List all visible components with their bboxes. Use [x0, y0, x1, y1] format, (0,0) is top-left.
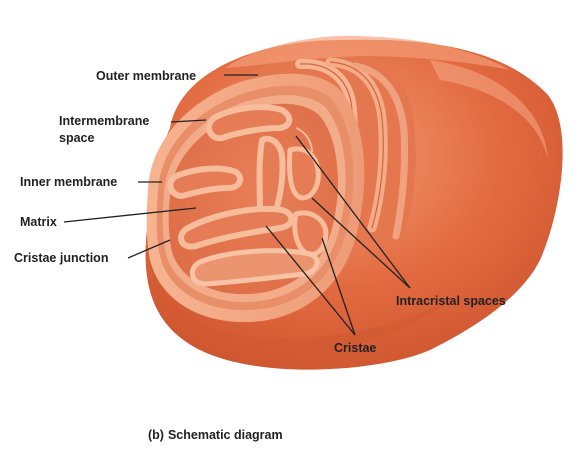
figure-caption: (b) Schematic diagram — [148, 428, 283, 442]
lower-body-shadow — [150, 262, 450, 357]
label-matrix: Matrix — [20, 215, 57, 229]
cristae-folds — [167, 104, 329, 287]
leader-lines — [63, 74, 411, 336]
leader-intracristal-1 — [295, 135, 411, 289]
leader-cristae-2 — [321, 237, 356, 336]
label-cristae-junction: Cristae junction — [14, 251, 108, 265]
label-inner-membrane: Inner membrane — [20, 175, 117, 189]
label-cristae: Cristae — [334, 341, 376, 355]
label-intermembrane-line1: Intermembrane — [59, 114, 149, 128]
label-intermembrane-line2: space — [59, 131, 94, 145]
leader-matrix — [63, 207, 197, 223]
cross-section-face — [146, 73, 365, 323]
caption-text: Schematic diagram — [168, 428, 283, 442]
caption-part: (b) — [148, 428, 164, 442]
leader-cristae-junction — [127, 239, 171, 259]
leader-cristae-1 — [265, 225, 356, 336]
label-outer-membrane: Outer membrane — [96, 69, 196, 83]
leader-intermembrane — [170, 119, 207, 123]
leader-intracristal-2 — [311, 197, 411, 289]
label-intracristal-spaces: Intracristal spaces — [396, 294, 506, 308]
